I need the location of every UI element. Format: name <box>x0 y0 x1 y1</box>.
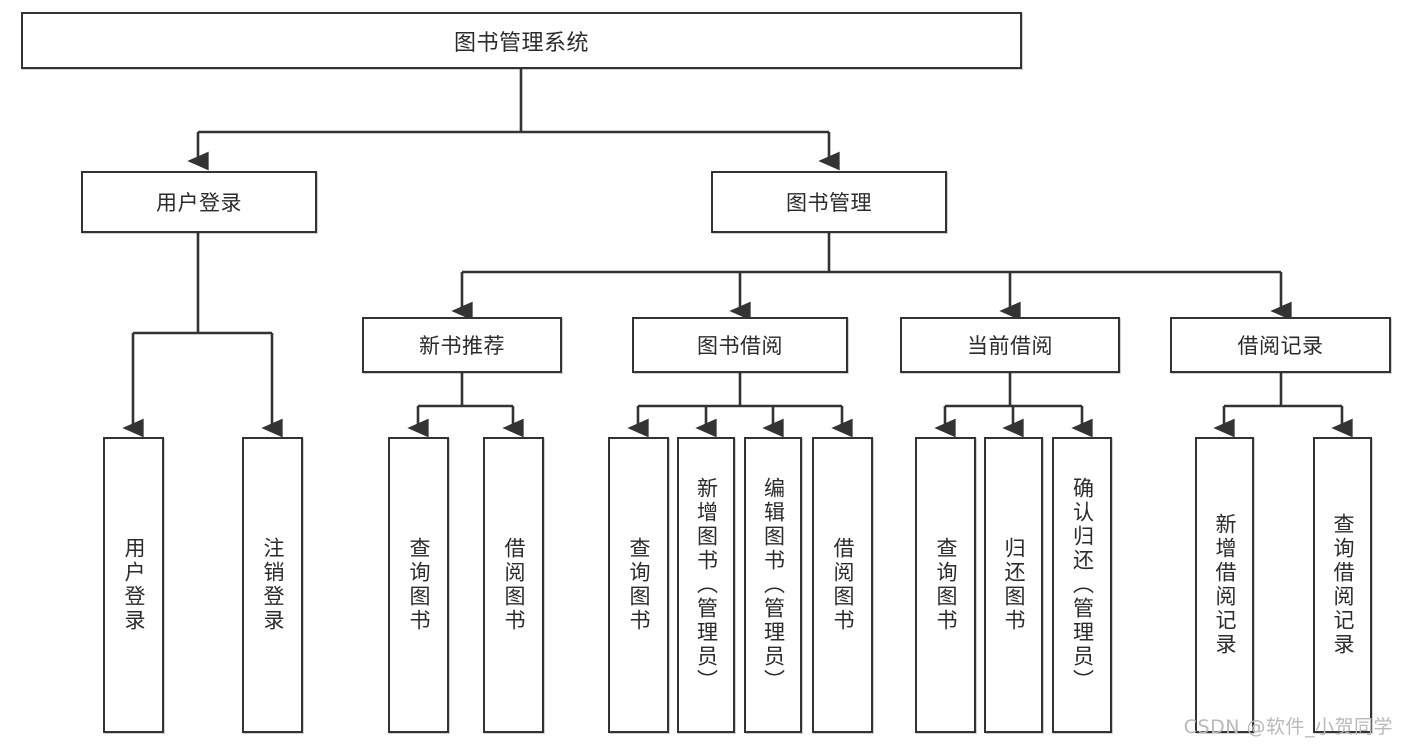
node-new-book-recommend[interactable]: 新书推荐 <box>362 317 562 373</box>
node-label: 编辑图书（管理员） <box>761 477 786 693</box>
node-leaf-edit-book-admin[interactable]: 编辑图书（管理员） <box>744 437 802 733</box>
node-leaf-query-borrow-record[interactable]: 查询借阅记录 <box>1313 437 1372 733</box>
node-book-management-system[interactable]: 图书管理系统 <box>21 12 1022 69</box>
node-label: 查询借阅记录 <box>1331 513 1355 657</box>
node-leaf-confirm-return-admin[interactable]: 确认归还（管理员） <box>1052 437 1112 733</box>
node-leaf-user-login[interactable]: 用户登录 <box>103 437 164 733</box>
node-leaf-query-book-borrow[interactable]: 查询图书 <box>608 437 669 733</box>
node-label: 查询图书 <box>627 537 651 633</box>
node-leaf-borrow-book-recommend[interactable]: 借阅图书 <box>483 437 544 733</box>
node-book-management[interactable]: 图书管理 <box>711 171 947 233</box>
node-label: 查询图书 <box>934 537 958 633</box>
node-leaf-add-borrow-record[interactable]: 新增借阅记录 <box>1195 437 1254 733</box>
node-label: 归还图书 <box>1002 537 1026 633</box>
node-current-borrow[interactable]: 当前借阅 <box>900 317 1120 373</box>
node-book-borrow[interactable]: 图书借阅 <box>632 317 848 373</box>
node-label: 新书推荐 <box>419 334 505 358</box>
node-label: 用户登录 <box>156 191 242 215</box>
node-label: 新增借阅记录 <box>1213 513 1237 657</box>
node-borrow-record[interactable]: 借阅记录 <box>1170 317 1391 373</box>
node-label: 查询图书 <box>407 537 431 633</box>
node-label: 借阅图书 <box>831 537 855 633</box>
node-leaf-query-book-recommend[interactable]: 查询图书 <box>388 437 449 733</box>
node-leaf-add-book-admin[interactable]: 新增图书（管理员） <box>677 437 735 733</box>
node-leaf-query-book-current[interactable]: 查询图书 <box>915 437 976 733</box>
node-leaf-return-book[interactable]: 归还图书 <box>984 437 1043 733</box>
node-label: 借阅记录 <box>1237 334 1324 358</box>
node-label: 借阅图书 <box>502 537 526 633</box>
node-label: 图书管理系统 <box>453 30 589 56</box>
node-user-login[interactable]: 用户登录 <box>81 171 317 233</box>
node-label: 图书借阅 <box>697 334 783 358</box>
node-leaf-borrow-book[interactable]: 借阅图书 <box>812 437 873 733</box>
node-label: 确认归还（管理员） <box>1070 477 1095 693</box>
node-label: 图书管理 <box>786 191 872 215</box>
node-label: 注销登录 <box>261 537 285 633</box>
node-label: 用户登录 <box>122 537 146 633</box>
node-label: 新增图书（管理员） <box>694 477 719 693</box>
node-label: 当前借阅 <box>967 334 1053 358</box>
node-leaf-logout[interactable]: 注销登录 <box>242 437 303 733</box>
